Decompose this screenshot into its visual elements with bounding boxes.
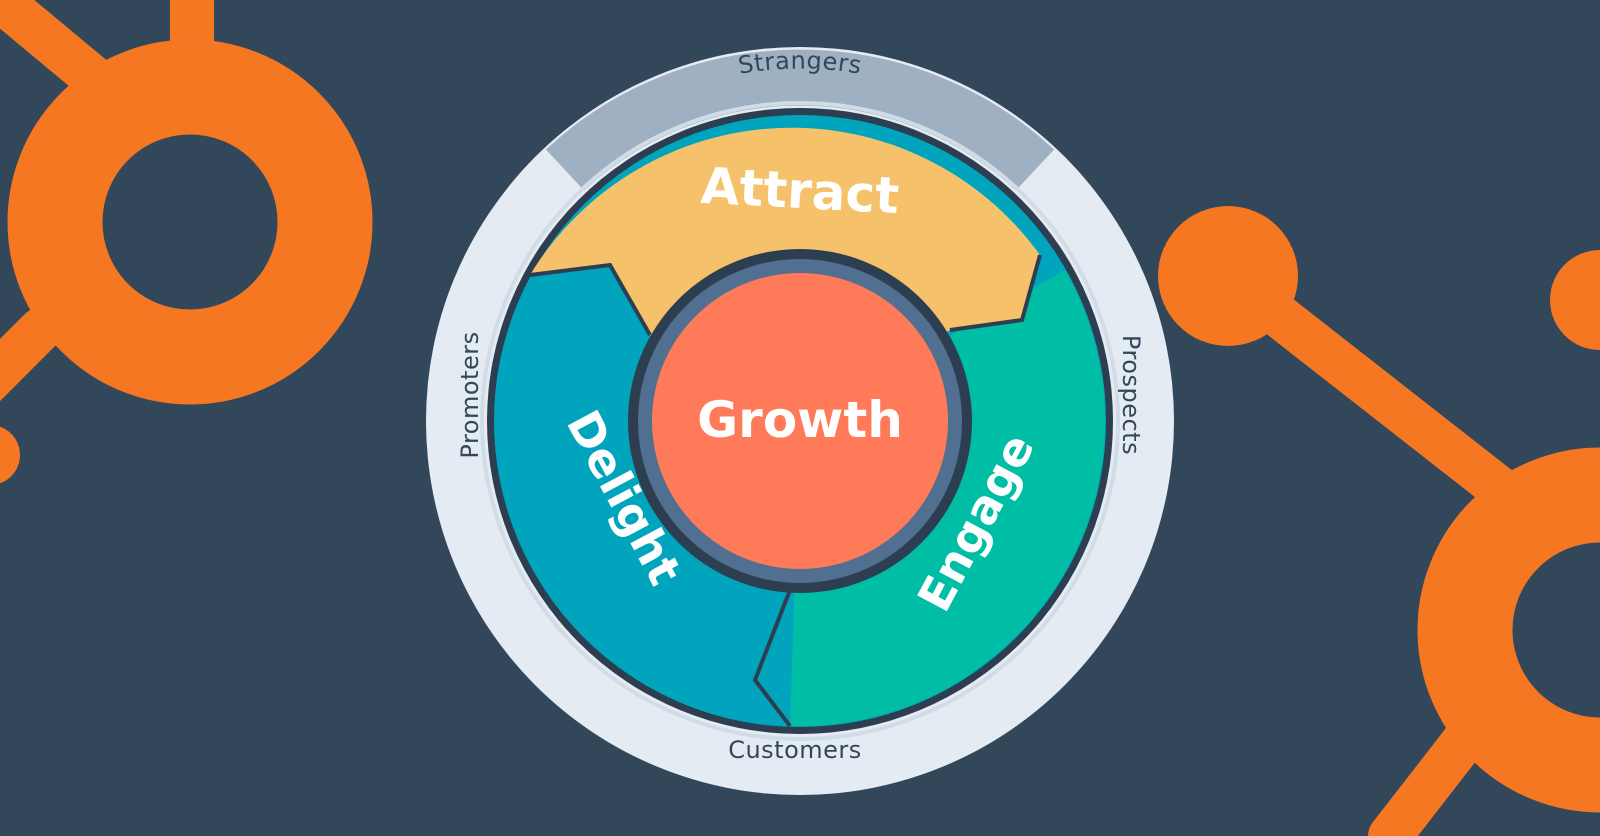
center-label: Growth (697, 391, 903, 449)
outer-label-prospects: Prospects (1117, 335, 1145, 455)
outer-label-customers: Customers (728, 736, 862, 764)
stage-label-attract: Attract (699, 157, 900, 225)
sprocket-logo-left-icon (0, 0, 373, 484)
outer-label-promoters: Promoters (456, 331, 484, 458)
outer-label-strangers: Strangers (736, 47, 864, 80)
center-hub: Growth (628, 249, 972, 593)
sprocket-logo-right-icon (1158, 206, 1600, 836)
